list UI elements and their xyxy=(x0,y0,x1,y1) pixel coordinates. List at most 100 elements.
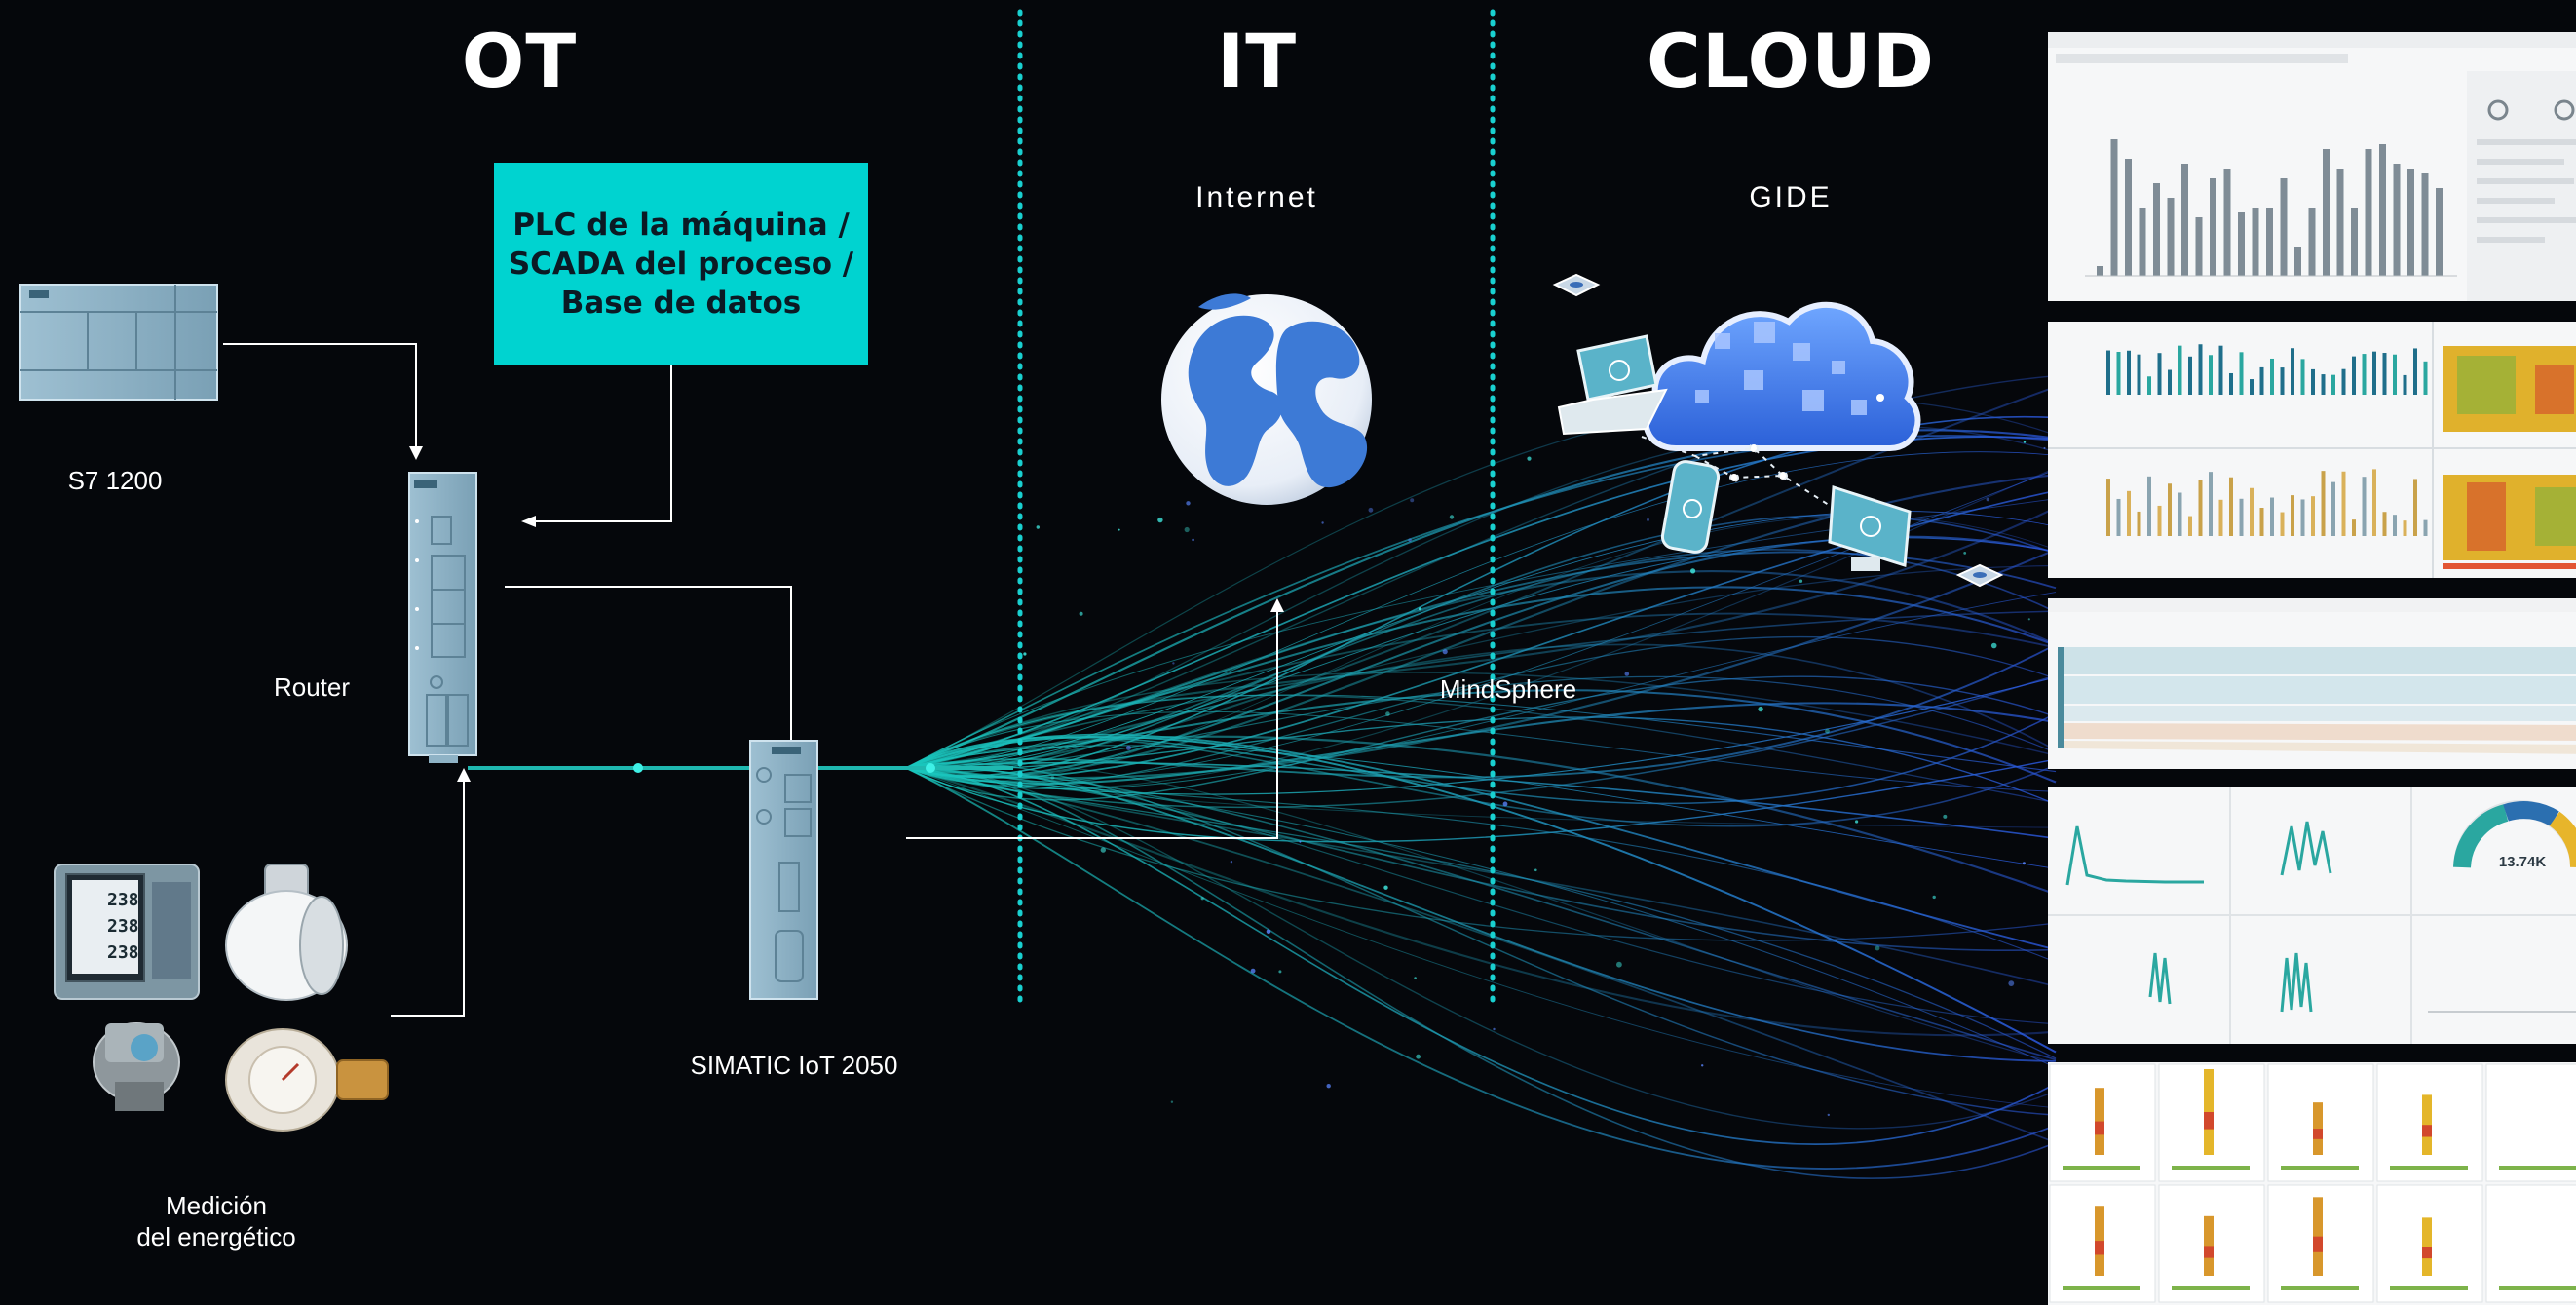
thumbnail-bar xyxy=(2157,353,2162,395)
thumbnail-bar xyxy=(2153,183,2160,276)
thumbnail-bar xyxy=(2116,498,2121,536)
fiber-particle xyxy=(1418,607,1422,611)
it-heading: IT xyxy=(1216,18,1298,104)
bus-glow-dot xyxy=(926,763,935,773)
data-fiber-line xyxy=(905,758,2057,843)
data-fiber-line xyxy=(905,694,2057,773)
thumbnail-bar xyxy=(2294,247,2301,276)
thumbnail-bar xyxy=(2323,149,2330,276)
fiber-particle xyxy=(1414,977,1417,979)
data-fiber-line xyxy=(905,712,2057,805)
iot-node-icon xyxy=(1552,273,2004,588)
data-fiber-line xyxy=(905,716,2057,805)
fiber-particle xyxy=(1449,515,1455,519)
thumbnail-bar xyxy=(2157,505,2162,536)
thumbnail-bar xyxy=(2352,519,2356,536)
dashboard-heat-bars xyxy=(2049,1063,2576,1303)
fiber-particle xyxy=(1799,579,1803,583)
thumbnail-bar xyxy=(2168,483,2172,536)
fiber-particle xyxy=(1385,711,1390,716)
thumbnail-bar xyxy=(2095,1206,2104,1276)
fiber-particle xyxy=(1050,776,1055,780)
fiber-particle xyxy=(1986,497,1990,502)
thumbnail-scale xyxy=(2063,1286,2140,1290)
data-fiber-line xyxy=(905,745,2057,869)
data-fiber-line xyxy=(905,643,2057,769)
thumbnail-bar xyxy=(2209,355,2213,395)
fiber-particle xyxy=(1416,1054,1421,1059)
cloud-icon xyxy=(1643,301,1921,451)
dashboard-mixed-charts-panel xyxy=(2048,322,2576,578)
thumbnail-bar xyxy=(2393,354,2397,395)
data-fiber-line xyxy=(905,767,2057,1130)
s7-1200-plc-device xyxy=(19,284,218,401)
meter-reading: 238 xyxy=(107,890,139,910)
fiber-particle xyxy=(1527,456,1532,461)
data-fiber-line xyxy=(905,761,2057,1064)
fiber-particle xyxy=(1172,662,1175,665)
thumbnail-bar xyxy=(2331,481,2335,536)
fiber-particle xyxy=(1250,968,1256,974)
data-fiber-line xyxy=(905,735,2057,1054)
thumbnail-bar xyxy=(2372,469,2376,536)
thumbnail-bar xyxy=(2331,374,2335,395)
pressure-transmitter-device xyxy=(93,1022,180,1111)
simatic-iot2050-device xyxy=(749,740,818,1000)
fiber-particle xyxy=(1875,945,1880,951)
router-label: Router xyxy=(273,672,351,702)
thumbnail-bar xyxy=(2280,512,2285,536)
thumbnail-bar xyxy=(2341,471,2346,536)
data-fiber-line xyxy=(905,767,2057,941)
fiber-particle xyxy=(1990,642,1997,649)
fiber-particle xyxy=(1442,649,1448,655)
thumbnail-bar xyxy=(2188,516,2192,536)
gide-label: GIDE xyxy=(1749,181,1833,213)
fiber-particle xyxy=(1943,814,1948,819)
fiber-particle xyxy=(1192,538,1194,542)
gauge-value: 13.74K xyxy=(2498,854,2547,870)
thumbnail-bar xyxy=(2178,492,2182,536)
data-fiber-line xyxy=(905,610,2057,769)
fiber-particle xyxy=(1624,672,1630,676)
fiber-particle xyxy=(1408,538,1412,542)
thumbnail-bar xyxy=(2223,169,2231,276)
dashboard-bar-chart-panel xyxy=(2048,32,2576,301)
fiber-particle xyxy=(1186,501,1191,506)
power-meter-device xyxy=(54,864,200,1000)
thumbnail-bar xyxy=(2422,1217,2432,1276)
thumbnail-bar xyxy=(2407,169,2414,276)
data-fiber-line xyxy=(905,767,2057,1144)
thumbnail-bar xyxy=(2379,144,2386,276)
fiber-particle xyxy=(1647,518,1649,521)
connector-router-to-simatic xyxy=(505,586,792,741)
data-fiber-line xyxy=(905,635,2057,787)
thumbnail-scale xyxy=(2499,1166,2576,1170)
thumbnail-bar xyxy=(2321,374,2326,395)
fiber-particle xyxy=(1932,895,1936,900)
fiber-particle xyxy=(1502,801,1508,807)
thumbnail-bar xyxy=(2238,212,2245,276)
fiber-particle xyxy=(1299,840,1302,843)
thumbnail-scale xyxy=(2390,1286,2468,1290)
connector-s7-to-router xyxy=(223,343,423,460)
dashboard-bar-chart xyxy=(2048,32,2576,301)
plc-box-line: Base de datos xyxy=(560,285,802,321)
data-fiber-line xyxy=(905,672,2057,769)
thumbnail-bar xyxy=(2125,159,2132,276)
data-fiber-line xyxy=(905,766,2057,1025)
thumbnail-bar xyxy=(2311,368,2315,395)
thumbnail-bar xyxy=(2403,374,2407,395)
thumbnail-bar xyxy=(2423,519,2428,536)
thumbnail-scale xyxy=(2172,1166,2250,1170)
fiber-particle xyxy=(1383,885,1388,890)
thumbnail-bar xyxy=(2168,369,2172,395)
fiber-particle xyxy=(1825,728,1830,734)
thumbnail-bar xyxy=(2167,198,2175,276)
thumbnail-scale xyxy=(2063,1166,2140,1170)
thumbnail-scale xyxy=(2281,1166,2359,1170)
data-fiber-line xyxy=(905,767,2057,1068)
data-fiber-line xyxy=(905,767,2057,1059)
data-fiber-line xyxy=(905,766,2057,1037)
thumbnail-bar xyxy=(2362,477,2367,536)
